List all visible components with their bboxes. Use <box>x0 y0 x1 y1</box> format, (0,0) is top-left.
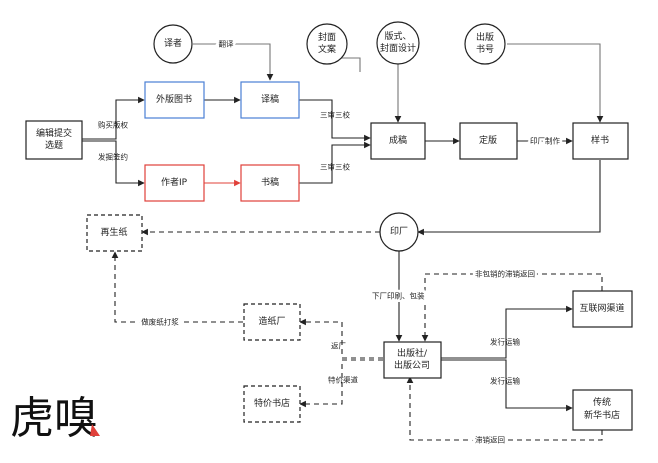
edge-back-mill <box>299 318 383 359</box>
edge-sample-to-printer <box>417 160 601 236</box>
edge-proof-top <box>299 99 371 142</box>
edge-proof-bottom <box>299 141 371 184</box>
cover-copy-label-2: 文案 <box>318 43 336 55</box>
edge-label-nonpack-return-fg: 非包销的滞销返回 <box>475 269 535 279</box>
edge-sign-contract <box>82 140 145 187</box>
layout-design-node <box>376 21 420 65</box>
printer-label: 印厂 <box>390 225 408 237</box>
edge-label-nonpack-return: 非包销的滞销返回 <box>475 269 535 279</box>
final-node <box>459 122 518 160</box>
isbn-label-2: 书号 <box>476 44 494 55</box>
edge-label-printing: 印厂制作 <box>530 136 560 146</box>
internet-channel-label: 互联网渠道 <box>579 302 624 314</box>
foreign-book-label: 外版图书 <box>156 93 192 105</box>
edge-label-pulping-fg: 做废纸打浆 <box>141 317 179 327</box>
edge-unsold-return <box>406 376 603 441</box>
logo-red-accent-icon <box>90 424 100 436</box>
edge-discount-channel <box>299 359 383 408</box>
edge-translate <box>193 43 274 81</box>
author-ip-label: 作者IP <box>161 176 188 188</box>
edge-label-proof-top: 三审三校 <box>320 110 350 120</box>
edge-label-distribute-bottom: 发行运输 <box>490 376 520 386</box>
edge-label-unsold-return: 滞销返回 <box>475 435 505 445</box>
xinhua-label-2: 新华书店 <box>584 409 620 421</box>
edge-label-pulping: 做废纸打浆 <box>141 317 179 327</box>
translation-label: 译稿 <box>261 93 279 105</box>
edge-label-unsold-return-fg: 滞销返回 <box>475 435 505 445</box>
edge-label-proof-bottom: 三审三校 <box>320 162 350 172</box>
edge-distribute-top <box>441 305 573 359</box>
foreign-book-node <box>144 81 205 119</box>
xinhua-label-1: 传统 <box>593 396 611 408</box>
editor-topic-label-2: 选题 <box>45 139 63 151</box>
edge-label-sign-contract: 发掘签约 <box>98 152 128 162</box>
edge-pulping <box>111 251 243 323</box>
paper-mill-label: 造纸厂 <box>258 315 285 327</box>
recycled-paper-node <box>86 214 143 252</box>
isbn-node <box>464 23 506 65</box>
layout-design-label-2: 封面设计 <box>380 42 416 54</box>
translator-node <box>153 24 193 64</box>
xinhua-node <box>572 389 633 431</box>
edge-label-buy-rights: 购买版权 <box>98 120 128 130</box>
edge-label-distribute-top: 发行运输 <box>490 337 520 347</box>
layout-design-label-1: 版式、 <box>384 30 411 42</box>
sample-node <box>572 122 629 160</box>
sample-label: 样书 <box>591 134 609 146</box>
edge-distribute-bottom <box>441 359 573 412</box>
draft-node <box>370 122 426 160</box>
translator-label: 译者 <box>164 38 182 49</box>
draft-label: 成稿 <box>389 134 407 146</box>
publisher-node <box>383 341 442 379</box>
internet-channel-node <box>572 290 633 328</box>
edge-label-ship-pack: 下厂印刷、包装 <box>372 291 425 301</box>
publisher-label-1: 出版社/ <box>397 347 428 359</box>
author-ip-node <box>144 164 205 202</box>
editor-topic-node <box>25 120 83 160</box>
edge-label-printing-fg: 印厂制作 <box>530 136 560 146</box>
publisher-label-2: 出版公司 <box>394 359 430 371</box>
isbn-label-1: 出版 <box>476 31 494 43</box>
manuscript-node <box>240 164 300 202</box>
final-label: 定版 <box>479 134 497 146</box>
edge-isbn-to-sample <box>507 43 604 123</box>
cover-copy-label-1: 封面 <box>318 31 336 43</box>
edge-label-back-mill: 返厂 <box>331 342 346 351</box>
edge-buy-rights <box>82 96 145 140</box>
edge-nonpack-return <box>421 273 603 342</box>
edge-label-discount-channel: 特价渠道 <box>328 375 358 385</box>
translation-node <box>240 81 300 119</box>
cover-copy-node <box>306 23 348 65</box>
printer-node <box>379 212 419 252</box>
recycled-paper-label: 再生纸 <box>100 226 127 238</box>
edge-label-ship-pack-fg: 下厂印刷、包装 <box>372 291 425 301</box>
edge-label-translate-fg: 翻译 <box>219 40 234 49</box>
edge-label-translate: 翻译 <box>219 40 234 49</box>
discount-store-node <box>243 385 301 423</box>
discount-store-label: 特价书店 <box>254 397 290 409</box>
svg-text:虎嗅: 虎嗅 <box>10 393 98 444</box>
paper-mill-node <box>243 303 301 341</box>
manuscript-label: 书稿 <box>261 176 279 188</box>
editor-topic-label-1: 编辑提交 <box>36 127 72 139</box>
huxiu-logo: 虎嗅 <box>10 393 100 444</box>
